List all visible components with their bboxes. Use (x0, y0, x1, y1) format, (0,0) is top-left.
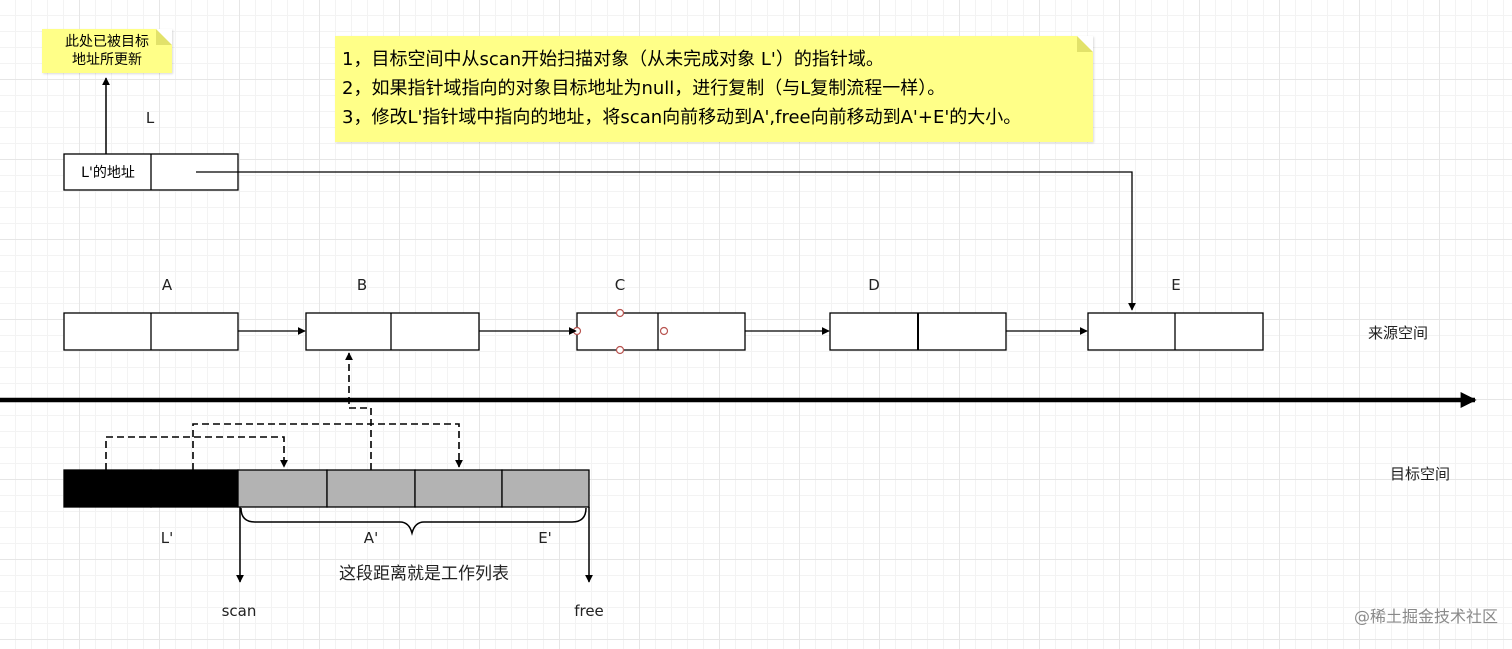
updated-note-line-1: 此处已被目标 (65, 34, 149, 50)
object-c-label: C (614, 276, 626, 294)
object-d-label: D (868, 276, 880, 294)
target-space-label: 目标空间 (1390, 465, 1451, 483)
scan-label: scan (221, 602, 257, 620)
target-memory-cells[interactable] (63, 469, 590, 508)
updated-address-note[interactable]: 此处已被目标 地址所更新 (42, 29, 172, 73)
object-e-label: E (1171, 276, 1181, 294)
l-copy-label: L' (160, 529, 174, 547)
dashed-pointers (105, 352, 463, 470)
free-label: free (574, 602, 604, 620)
watermark: @稀土掘金技术社区 (1353, 607, 1498, 626)
object-a-label: A (161, 276, 173, 294)
object-a[interactable] (63, 312, 239, 351)
source-space-label: 来源空间 (1368, 324, 1429, 342)
step-3: 3，修改L'指针域中指向的地址，将scan向前移动到A',free向前移动到A'… (342, 107, 1022, 128)
updated-note-line-2: 地址所更新 (72, 52, 142, 68)
algorithm-steps-note[interactable]: 1，目标空间中从scan开始扫描对象（从未完成对象 L'）的指针域。 2，如果指… (335, 36, 1093, 142)
worklist-label: 这段距离就是工作列表 (339, 564, 509, 584)
object-b-label: B (356, 276, 368, 294)
selection-handle[interactable] (659, 326, 669, 336)
object-c[interactable] (572, 308, 746, 355)
object-e[interactable] (1087, 312, 1264, 351)
l-address-cell-text: L'的地址 (81, 165, 135, 181)
step-2: 2，如果指针域指向的对象目标地址为null，进行复制（与L复制流程一样）。 (342, 78, 946, 99)
object-d[interactable] (829, 312, 1007, 351)
selection-handle[interactable] (615, 345, 625, 355)
step-1: 1，目标空间中从scan开始扫描对象（从未完成对象 L'）的指针域。 (342, 49, 884, 70)
a-copy-label: A' (363, 529, 379, 547)
e-copy-label: E' (538, 529, 552, 547)
worklist-brace (240, 507, 587, 536)
arrow-pointer-to-e (196, 171, 1136, 311)
selection-handle[interactable] (615, 308, 625, 318)
object-b[interactable] (305, 312, 480, 351)
object-l-label: L (145, 109, 155, 127)
